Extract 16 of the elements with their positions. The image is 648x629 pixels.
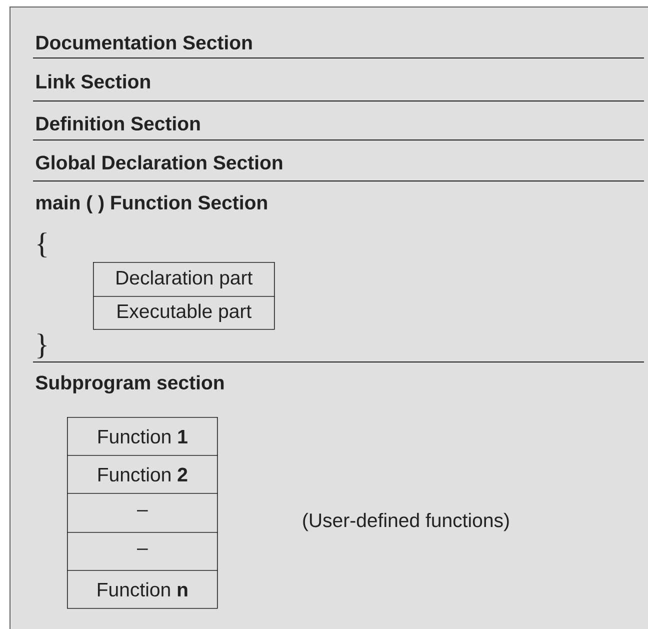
section-heading: Documentation Section [36, 35, 252, 50]
part-box: Declaration part [93, 262, 275, 297]
section-heading: Global Declaration Section [36, 155, 282, 170]
brace: { [38, 232, 46, 258]
part-box: Function 1 [67, 417, 218, 456]
section-heading: Link Section [36, 74, 150, 89]
section-heading: Definition Section [36, 116, 200, 131]
part-box: Function n [67, 570, 218, 609]
part-box: – [67, 532, 218, 571]
section-heading: Subprogram section [36, 375, 224, 394]
part-box: Function 2 [67, 455, 218, 494]
part-box: – [67, 493, 218, 533]
note-text: (User-defined functions) [303, 512, 509, 532]
section-heading: main ( ) Function Section [36, 195, 267, 214]
part-box: Executable part [93, 296, 275, 330]
brace: } [38, 334, 46, 358]
